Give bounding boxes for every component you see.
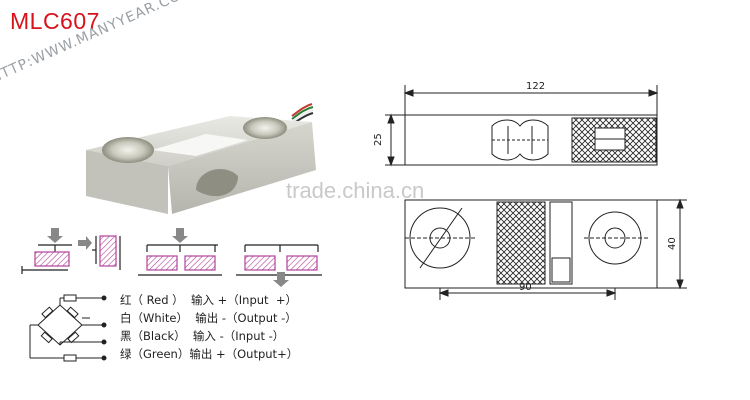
side-view-drawing — [385, 85, 659, 167]
wiring-row-black: 黑（Black） 输入 -（Input -） — [120, 329, 285, 343]
watermark-site: trade.china.cn — [286, 178, 425, 203]
wiring-row-green: 绿（Green）输出 +（Output+） — [120, 347, 299, 361]
wheatstone-bridge-diagram — [29, 294, 107, 362]
top-view-drawing — [404, 198, 687, 300]
load-cell-photo — [86, 103, 316, 214]
wiring-row-white: 白（White） 输出 -（Output -） — [120, 311, 297, 325]
dim-width-label: 40 — [667, 237, 678, 250]
wiring-row-red: 红（ Red ） 输入 +（Input +） — [120, 293, 297, 307]
model-title: MLC607 — [10, 8, 100, 34]
dim-height-label: 25 — [373, 133, 384, 146]
dim-hole-spacing-label: 90 — [519, 282, 532, 293]
loading-diagrams — [21, 228, 322, 287]
dim-length-label: 122 — [526, 81, 545, 92]
